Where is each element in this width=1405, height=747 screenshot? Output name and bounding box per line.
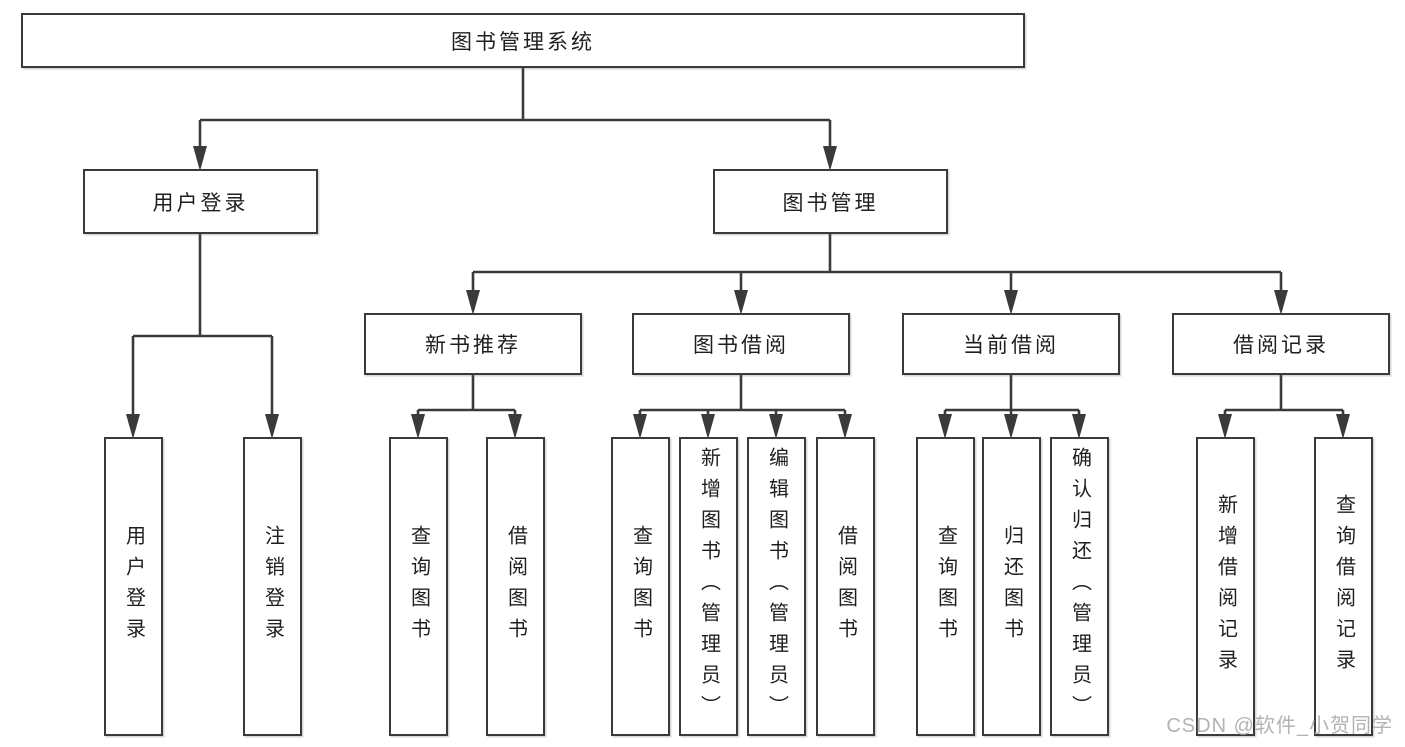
leaf-record-add-borrow-record: 新增借阅记录 (1196, 437, 1255, 736)
leaf-borrow-edit-books-admin: 编辑图书（管理员） (747, 437, 806, 736)
leaf-newbook-query-books: 查询图书 (389, 437, 448, 736)
leaf-borrow-borrow-books: 借阅图书 (816, 437, 875, 736)
node-new-book-recommend: 新书推荐 (364, 313, 582, 375)
leaf-record-query-borrow-record: 查询借阅记录 (1314, 437, 1373, 736)
node-library-management-system: 图书管理系统 (21, 13, 1025, 68)
leaf-user-login: 用户登录 (104, 437, 163, 736)
node-user-login: 用户登录 (83, 169, 318, 234)
node-book-borrow: 图书借阅 (632, 313, 850, 375)
node-current-borrow: 当前借阅 (902, 313, 1120, 375)
csdn-watermark: CSDN @软件_小贺同学 (1166, 715, 1393, 737)
leaf-borrow-query-books: 查询图书 (611, 437, 670, 736)
leaf-logout-login: 注销登录 (243, 437, 302, 736)
leaf-current-query-books: 查询图书 (916, 437, 975, 736)
leaf-newbook-borrow-books: 借阅图书 (486, 437, 545, 736)
node-borrow-record: 借阅记录 (1172, 313, 1390, 375)
leaf-current-confirm-return-admin: 确认归还（管理员） (1050, 437, 1109, 736)
leaf-current-return-books: 归还图书 (982, 437, 1041, 736)
node-book-management: 图书管理 (713, 169, 948, 234)
leaf-borrow-add-books-admin: 新增图书（管理员） (679, 437, 738, 736)
